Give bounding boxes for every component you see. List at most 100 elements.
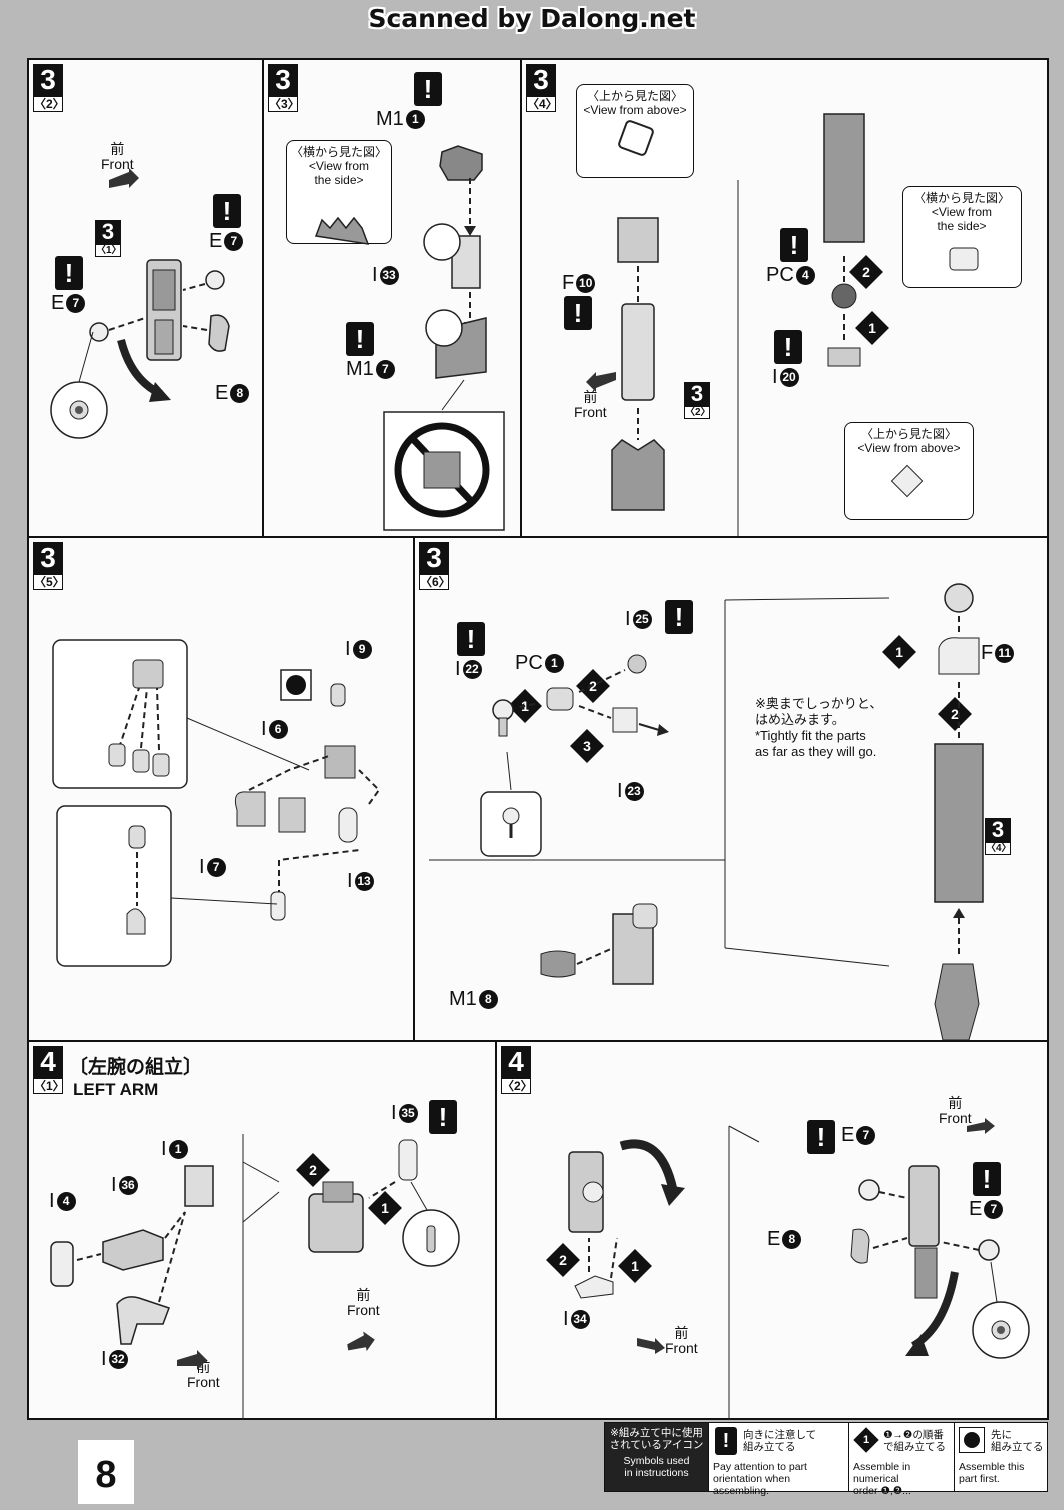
warning-icon: !	[807, 1120, 835, 1154]
cover-part-icon	[850, 1228, 870, 1264]
callout-label-en: <View from	[931, 205, 993, 219]
front-label-jp: 前	[110, 141, 125, 157]
note-en: as far as they will go.	[755, 744, 877, 759]
panel-step-3-6: 3 〈6〉 ! I22 PC1 I25 ! I23 1 2 3 M18 ※奥まで…	[415, 538, 1049, 1042]
front-label-en: Front	[574, 404, 607, 420]
ref-step-3-2: 3 〈2〉	[684, 382, 711, 419]
assembly-drawing	[568, 1118, 1030, 1420]
elbow-cap-icon	[574, 1275, 614, 1299]
thumb-part-icon	[330, 683, 346, 707]
ref-step-number: 3	[95, 220, 121, 244]
note-jp: ※奥までしっかりと、	[755, 696, 883, 711]
ref-step-3-1: 3 〈1〉	[95, 220, 122, 257]
legend-title: ※組み立て中に使用 されているアイコン Symbols used in inst…	[605, 1423, 709, 1491]
legend-text: order ❶,❷...	[853, 1485, 911, 1497]
step-badge: 3 〈3〉	[268, 64, 300, 112]
hand-frame-icon	[324, 745, 356, 779]
assembly-drawing	[586, 113, 979, 536]
warning-icon: !	[346, 322, 374, 356]
leg-assembly-icon	[934, 743, 984, 903]
sequence-icon: 1	[853, 1427, 879, 1453]
legend-text: で組み立てる	[883, 1441, 946, 1453]
front-label-jp: 前	[356, 1287, 371, 1303]
warning-icon: !	[414, 72, 442, 106]
front-arrow-icon	[347, 1331, 375, 1352]
knee-joint-icon	[944, 583, 974, 613]
front-indicator: 前 Front	[939, 1096, 972, 1126]
cap-part-icon	[439, 145, 483, 181]
warning-icon: !	[457, 622, 485, 656]
finger-part-icon	[132, 659, 164, 689]
ref-step-3-4: 3 〈4〉	[985, 818, 1012, 855]
legend-text: Pay attention to part	[713, 1461, 807, 1473]
front-arrow-icon	[637, 1338, 665, 1354]
warning-icon: !	[564, 296, 592, 330]
legend-text: 先に	[991, 1429, 1012, 1441]
front-label-jp: 前	[948, 1095, 963, 1111]
legend-text: 組み立てる	[743, 1441, 796, 1453]
front-label-en: Front	[187, 1374, 220, 1390]
step-badge: 4 〈2〉	[501, 1046, 533, 1094]
side-view-part-icon	[314, 216, 370, 245]
step-badge: 3 〈2〉	[33, 64, 65, 112]
polycap-icon	[858, 1179, 880, 1201]
callout-label-en: the side>	[937, 219, 987, 233]
legend-text: ※組み立て中に使用	[610, 1427, 703, 1439]
front-label-jp: 前	[674, 1325, 689, 1341]
legend-text: 向きに注意して	[743, 1429, 817, 1441]
scanner-watermark: Scanned by Dalong.net	[368, 4, 696, 33]
legend-text: ❶→❷の順番	[883, 1429, 944, 1441]
step-badge: 4 〈1〉	[33, 1046, 65, 1094]
step-substep: 〈6〉	[419, 574, 451, 590]
armor-plate-icon	[540, 950, 576, 978]
step-substep: 〈4〉	[526, 96, 558, 112]
front-indicator: 前 Front	[574, 390, 607, 420]
polycap-icon	[89, 322, 109, 342]
section-title-jp: 〔左腕の組立〕	[69, 1057, 203, 1078]
detail-callout-thumb	[56, 805, 172, 967]
hand-cover-icon	[234, 791, 266, 827]
note-jp: はめ込みます。	[755, 712, 845, 727]
assemble-first-icon	[959, 1427, 985, 1453]
polycap-icon	[205, 270, 225, 290]
warning-icon: !	[665, 600, 693, 634]
upper-leg-icon	[823, 113, 865, 243]
warning-icon: !	[55, 256, 83, 290]
legend-text: part first.	[959, 1473, 1000, 1485]
polycap-icon	[546, 687, 574, 711]
step-number: 3	[419, 542, 449, 574]
callout-label-en: <View from	[308, 159, 370, 173]
legend-text: Assemble this	[959, 1461, 1025, 1473]
step-substep: 〈3〉	[268, 96, 300, 112]
panel-step-3-5: 3 〈5〉 I16 I11 I9 I6 I7 I13 I14 I11	[29, 538, 415, 1042]
legend-first: 先に 組み立てる Assemble this part first.	[955, 1423, 1047, 1491]
assembly-drawing	[50, 1134, 460, 1420]
warning-icon: !	[780, 228, 808, 262]
upper-arm-icon	[102, 1229, 164, 1271]
front-label-en: Front	[939, 1110, 972, 1126]
legend-text: Symbols used	[623, 1455, 690, 1467]
shoulder-assembly-icon	[308, 1193, 364, 1253]
prohibited-icon	[394, 422, 490, 518]
arm-frame-icon	[908, 1165, 940, 1247]
section-title-en: LEFT ARM	[73, 1080, 159, 1099]
top-view-part-icon	[618, 120, 654, 156]
step-substep: 〈2〉	[501, 1078, 533, 1094]
polycap-icon	[978, 1239, 1000, 1261]
